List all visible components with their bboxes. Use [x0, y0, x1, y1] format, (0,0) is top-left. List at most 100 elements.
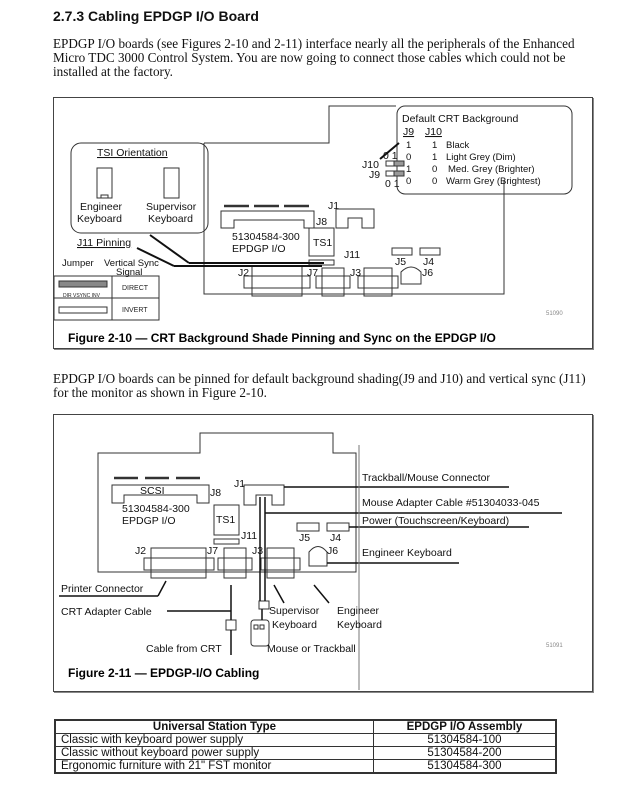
- j6-label: J6: [422, 267, 433, 279]
- crt-bg-col-j9: J9: [403, 126, 414, 138]
- assembly-cell: 51304584-200: [372, 746, 557, 760]
- crt-row-label: Med. Grey (Brighter): [448, 164, 535, 175]
- j11-pin-labels: DIR VSYNC INV: [63, 293, 101, 299]
- j11-col-signal-2: Signal: [116, 267, 142, 278]
- crt-row-label: Light Grey (Dim): [446, 152, 516, 163]
- intro-paragraph: EPDGP I/O boards (see Figures 2-10 and 2…: [53, 36, 575, 79]
- j6-label: J6: [327, 545, 338, 557]
- board-part-number: 51304584-300: [232, 231, 300, 243]
- tsi-engineer-label: Engineer: [80, 201, 123, 213]
- callout-engineer-2: Keyboard: [337, 619, 382, 631]
- j6-connector: [400, 266, 422, 285]
- j7-label: J7: [207, 545, 218, 557]
- ts1-block: [308, 227, 335, 257]
- leader-printer: [157, 580, 167, 597]
- j10-label: J10: [362, 159, 379, 171]
- figure-2-10-diagram: TSI Orientation Engineer Keyboard Superv…: [54, 105, 573, 345]
- callout-power: Power (Touchscreen/Keyboard): [362, 515, 509, 527]
- crt-row-label: Black: [446, 140, 469, 151]
- j4-label: J4: [423, 256, 434, 268]
- j7-connector: [223, 547, 247, 579]
- ts1-block: [213, 504, 240, 536]
- j3-connector: [363, 267, 393, 297]
- j11-invert: INVERT: [122, 307, 148, 314]
- leader-j11: [136, 247, 175, 267]
- crt-bg-col-j10: J10: [425, 126, 442, 138]
- callout-cable-from-crt: Cable from CRT: [146, 643, 222, 655]
- j1-connector: [243, 484, 285, 506]
- scsi-label: SCSI: [140, 485, 165, 497]
- j3-label: J3: [252, 545, 263, 557]
- crt-row-j9: 1: [406, 164, 411, 175]
- j11-col-jumper: Jumper: [62, 258, 94, 269]
- j2-connector: [251, 265, 303, 297]
- tsi-supervisor-label: Supervisor: [146, 201, 197, 213]
- j11-label: J11: [344, 249, 360, 261]
- figure-id: 51090: [546, 311, 563, 317]
- assembly-cell: 51304584-100: [372, 733, 557, 747]
- j5-label: J5: [299, 532, 310, 544]
- ts1-label: TS1: [216, 514, 235, 526]
- j11-direct: DIRECT: [122, 285, 149, 292]
- figure-caption: Figure 2-10 — CRT Background Shade Pinni…: [68, 331, 496, 345]
- crt-row-j9: 1: [406, 140, 411, 151]
- table-header-row: Universal Station Type EPDGP I/O Assembl…: [54, 719, 557, 734]
- callout-supervisor-2: Keyboard: [272, 619, 317, 631]
- j8-connector: [220, 210, 315, 229]
- j7-label: J7: [307, 267, 318, 279]
- crt-bg-rows: 1 1 Black 0 1 Light Grey (Dim) 1 0 Med. …: [406, 140, 541, 187]
- j9-pin-label: 0 1: [385, 178, 400, 190]
- paragraph-2: EPDGP I/O boards can be pinned for defau…: [53, 371, 586, 400]
- crt-row-j10: 1: [432, 152, 437, 163]
- crt-row-j9: 0: [406, 176, 411, 187]
- engineer-keyboard-icon: [96, 167, 113, 199]
- station-type-cell: Ergonomic furniture with 21" FST monitor: [54, 759, 374, 774]
- j11-label: J11: [241, 530, 257, 542]
- figure-2-10: TSI Orientation Engineer Keyboard Superv…: [53, 97, 593, 349]
- j7-connector: [321, 267, 345, 297]
- ts1-label: TS1: [313, 237, 332, 249]
- j1-label: J1: [328, 200, 339, 212]
- j11-col-signal: Vertical Sync: [104, 258, 159, 269]
- j9-jumper: [385, 170, 395, 177]
- j11-pinning-title: J11 Pinning: [77, 237, 131, 249]
- callout-engineer: Engineer: [337, 605, 380, 617]
- supervisor-keyboard-icon: [163, 167, 180, 199]
- cable-ferrite-crt: [225, 619, 237, 631]
- j10-pin-label: 0 1: [383, 150, 398, 162]
- table-row: Classic without keyboard power supply 51…: [54, 746, 557, 760]
- crt-row-j9: 0: [406, 152, 411, 163]
- callout-engineer-keyboard: Engineer Keyboard: [362, 547, 452, 559]
- leader-tsi: [149, 234, 190, 264]
- crt-row-j10: 0: [432, 164, 437, 175]
- tsi-engineer-label-2: Keyboard: [77, 213, 122, 225]
- j5-label: J5: [395, 256, 406, 268]
- board-name: EPDGP I/O: [122, 515, 176, 527]
- j4-connector: [419, 247, 441, 256]
- station-type-cell: Classic without keyboard power supply: [54, 746, 374, 760]
- crt-bg-title: Default CRT Background: [402, 113, 519, 125]
- col-station-type: Universal Station Type: [54, 719, 374, 734]
- assembly-cell: 51304584-300: [372, 759, 557, 774]
- callout-trackball: Trackball/Mouse Connector: [362, 472, 491, 484]
- j4-connector: [326, 522, 350, 532]
- j5-connector: [296, 522, 320, 532]
- station-type-cell: Classic with keyboard power supply: [54, 733, 374, 747]
- leader-supervisor-kb: [273, 584, 285, 604]
- tsi-title: TSI Orientation: [97, 147, 168, 159]
- leader-jumpers: [379, 142, 400, 160]
- mouse-icon: [250, 619, 270, 647]
- j1-label: J1: [234, 478, 245, 490]
- table-row: Ergonomic furniture with 21" FST monitor…: [54, 759, 557, 774]
- j2-connector: [150, 547, 207, 579]
- board-outline: [97, 432, 357, 573]
- figure-id: 51091: [546, 643, 563, 649]
- j1-connector: [335, 208, 375, 229]
- crt-row-j10: 1: [432, 140, 437, 151]
- tsi-orientation-box: [70, 142, 209, 234]
- crt-row-j10: 0: [432, 176, 437, 187]
- callout-crt-adapter: CRT Adapter Cable: [61, 606, 152, 618]
- board-part-number: 51304584-300: [122, 503, 190, 515]
- figure-caption: Figure 2-11 — EPDGP-I/O Cabling: [68, 666, 259, 680]
- board-outline: [203, 105, 505, 295]
